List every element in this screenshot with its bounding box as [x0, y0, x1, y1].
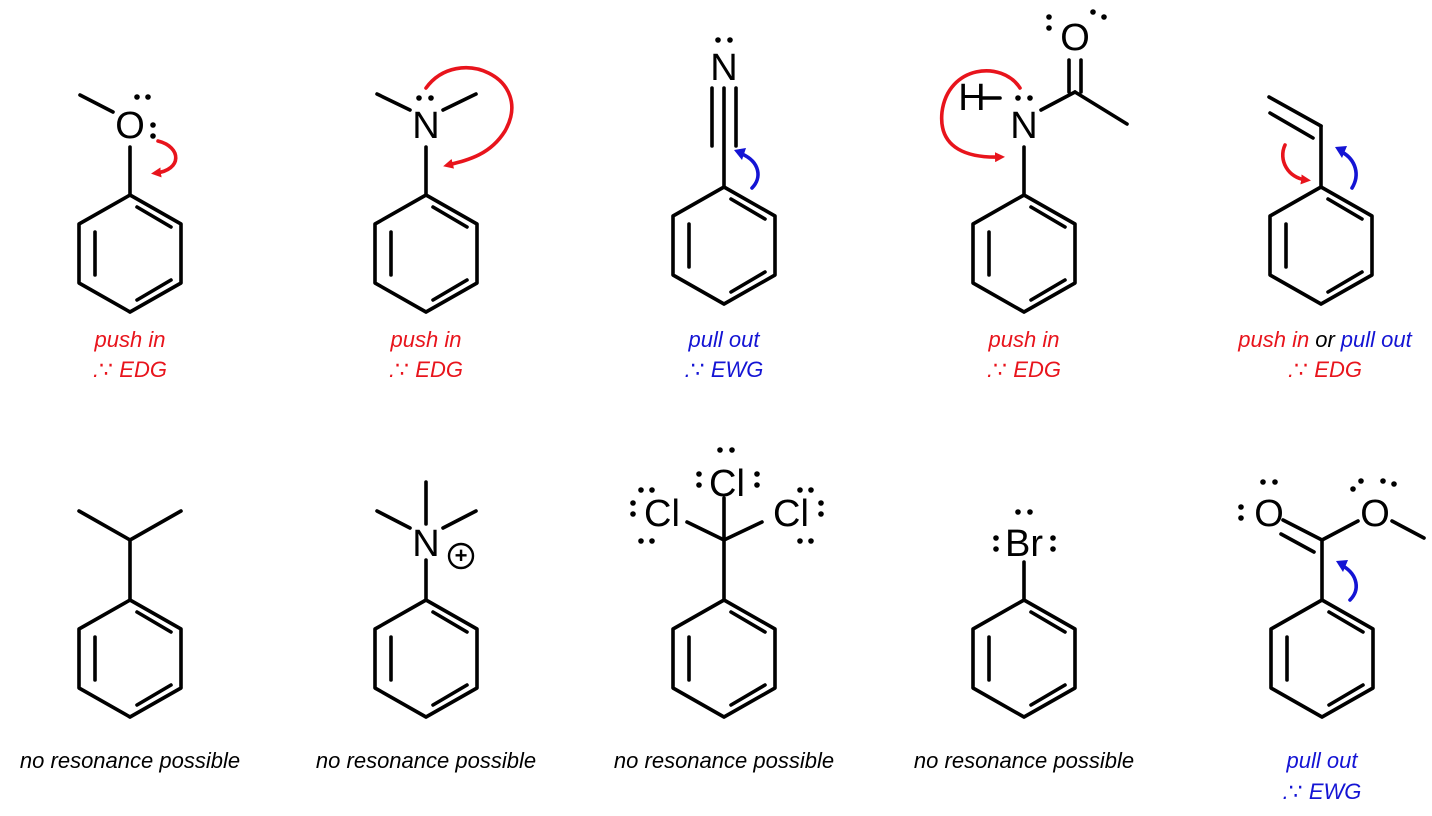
bond-c-cl-left	[685, 520, 726, 542]
bond-o-methyl	[1390, 519, 1426, 540]
atom-nitrogen: N	[412, 105, 439, 147]
atom-nitrogen: N	[412, 523, 439, 565]
atom-chlorine-left: Cl	[644, 493, 680, 535]
caption-pull: pull out	[1340, 327, 1413, 352]
push-arrow	[1281, 143, 1311, 185]
bond-isopropyl-left	[77, 509, 132, 542]
caption-line2: .∵ EWG	[1283, 779, 1362, 804]
atom-chlorine-top: Cl	[709, 463, 745, 505]
caption-line2: .∵ EDG	[93, 357, 167, 382]
pull-arrow	[1340, 150, 1358, 190]
molecule-methylbenzoate: O O pull out .∵ EWG	[1238, 478, 1426, 804]
benzene-ring	[671, 185, 777, 306]
caption-line1: push in	[94, 327, 166, 352]
molecule-acetanilide: O H N push in .∵ EDG	[939, 9, 1129, 382]
atom-oxygen: O	[115, 105, 145, 147]
bond-o-methyl	[78, 93, 115, 114]
caption: no resonance possible	[614, 748, 834, 773]
atom-nitrogen: N	[1010, 105, 1037, 147]
molecule-bromobenzene: Br no resonance possible	[914, 509, 1134, 773]
bond-vinyl-double-2	[1268, 111, 1315, 140]
pull-arrow	[1341, 564, 1358, 602]
bond-n-methyl-left	[375, 509, 412, 530]
benzene-ring	[373, 598, 479, 719]
pull-arrow	[740, 152, 760, 190]
lone-pairs	[993, 509, 1056, 552]
push-arrow	[151, 139, 178, 178]
benzene-ring	[373, 193, 479, 314]
lone-pairs	[630, 447, 824, 544]
bond-n-methyl-right	[441, 92, 478, 112]
lone-pairs	[416, 95, 434, 101]
benzene-ring	[1269, 598, 1375, 719]
caption-line1: push in	[988, 327, 1060, 352]
caption-line2: .∵ EWG	[685, 357, 764, 382]
caption-line2: .∵ EDG	[389, 357, 463, 382]
bond-isopropyl-right	[128, 509, 183, 542]
positive-charge: +	[455, 543, 468, 568]
molecule-dimethylaniline: N push in .∵ EDG	[373, 66, 514, 382]
bond-vinyl-double-1	[1267, 95, 1323, 128]
atom-nitrogen: N	[710, 47, 737, 89]
benzene-ring	[77, 193, 183, 314]
caption-line2: .∵ EDG	[987, 357, 1061, 382]
atom-oxygen-ester: O	[1360, 493, 1390, 535]
push-arrow	[424, 66, 514, 169]
atom-chlorine-right: Cl	[773, 493, 809, 535]
molecule-trichloromethylbenzene: Cl Cl Cl no resonance possible	[614, 447, 834, 773]
benzene-ring	[1268, 185, 1374, 306]
bond-n-methyl-left	[375, 92, 412, 112]
push-arrow	[939, 69, 1022, 163]
benzene-ring	[671, 598, 777, 719]
bond-co-double-2	[1279, 532, 1316, 554]
benzene-ring	[971, 598, 1077, 719]
molecule-anisole: O push in .∵ EDG	[77, 93, 183, 382]
caption: no resonance possible	[914, 748, 1134, 773]
lone-pairs	[1238, 478, 1397, 521]
bond-c-cl-right	[722, 520, 764, 542]
caption: no resonance possible	[20, 748, 240, 773]
atom-oxygen: O	[1060, 17, 1090, 59]
caption: no resonance possible	[316, 748, 536, 773]
lone-pairs	[134, 94, 156, 139]
pull-arrow-head	[734, 148, 746, 160]
bond-n-carbonyl	[1039, 90, 1077, 112]
caption-push: push in	[1237, 327, 1309, 352]
positive-charge-circle	[447, 542, 475, 570]
molecule-benzonitrile: N pull out .∵ EWG	[671, 37, 777, 382]
atom-oxygen-carbonyl: O	[1254, 493, 1284, 535]
bond-n-methyl-right	[441, 509, 478, 530]
benzene-ring	[77, 598, 183, 719]
pull-arrow-head	[1336, 560, 1348, 572]
benzene-ring	[971, 193, 1077, 314]
bond-c-o-ester	[1320, 519, 1360, 542]
molecule-cumene: no resonance possible	[20, 509, 240, 773]
bond-carbonyl-methyl	[1073, 90, 1129, 126]
bond-co-double-1	[1281, 518, 1324, 542]
pull-arrow-head	[1335, 146, 1347, 158]
caption-or: or	[1315, 327, 1336, 352]
caption-line2: .∵ EDG	[1288, 357, 1362, 382]
lone-pairs	[1015, 9, 1107, 101]
caption-line1: pull out	[1286, 748, 1359, 773]
caption-line1: push in	[390, 327, 462, 352]
atom-bromine: Br	[1005, 523, 1043, 565]
atom-hydrogen: H	[958, 77, 985, 119]
caption-line1: pull out	[688, 327, 761, 352]
lone-pairs	[715, 37, 733, 43]
molecule-trimethylanilinium: N + no resonance possible	[316, 480, 536, 773]
